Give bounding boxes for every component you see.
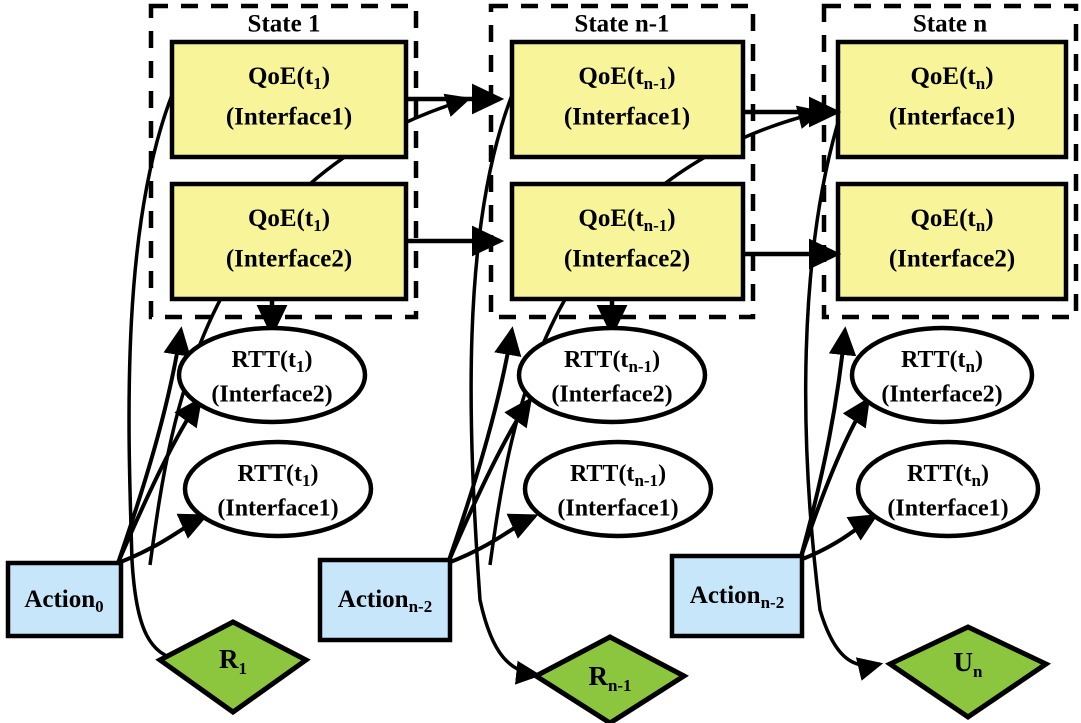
rtt-node-4-line1: RTT(tn-1) <box>570 461 666 490</box>
edge-action-n2-to-state-n1 <box>446 326 522 564</box>
reward-node-1-diamond <box>155 619 311 716</box>
edge-state-n1-to-reward-rn1 <box>469 94 542 685</box>
qoe-node-1-box <box>169 39 409 160</box>
rtt-node-6-line1: RTT(tn) <box>907 461 989 490</box>
action-node-3-label: Actionn-2 <box>690 582 784 612</box>
reward-node-3: Un <box>884 624 1052 721</box>
rtt-node-1: RTT(t1) (Interface2) <box>176 325 368 425</box>
edge-group-action-n2-a <box>446 326 539 565</box>
reward-node-2: Rn-1 <box>531 634 689 723</box>
rtt-node-5: RTT(tn) (Interface2) <box>849 325 1035 425</box>
qoe-node-4-line2: (Interface2) <box>564 246 690 273</box>
state-group-3: State n <box>821 3 1079 320</box>
edge-action0-to-rtt1-if2 <box>116 396 203 564</box>
qoe-node-2-line1: QoE(t1) <box>248 205 330 235</box>
qoe-node-4-line1: QoE(tn-1) <box>578 205 675 235</box>
rtt-node-3-line1: RTT(tn-1) <box>564 347 660 376</box>
qoe-node-3-line2: (Interface1) <box>564 104 690 131</box>
rtt-node-6: RTT(tn) (Interface1) <box>855 439 1041 539</box>
edge-action-n2-to-rtt-n1-if2 <box>446 396 533 564</box>
qoe-node-5-line2: (Interface1) <box>889 104 1015 131</box>
rtt-node-4: RTT(tn-1) (Interface1) <box>522 439 714 539</box>
rtt-node-4-ellipse <box>522 439 714 539</box>
rtt-node-5-line1: RTT(tn) <box>901 347 983 376</box>
qoe-node-1-line1: QoE(t1) <box>248 63 330 93</box>
rtt-node-5-line2: (Interface2) <box>881 382 1002 408</box>
qoe-node-3-line1: QoE(tn-1) <box>578 63 675 93</box>
qoe-node-3: QoE(tn-1) (Interface1) <box>509 39 746 160</box>
edge-state-n-to-reward-un <box>803 99 884 681</box>
reward-node-2-diamond <box>531 634 689 723</box>
qoe-node-5-line1: QoE(tn) <box>910 63 993 93</box>
qoe-node-2-box <box>169 181 409 302</box>
state-group-2-label: State n-1 <box>574 11 669 38</box>
edge-action-n2b-to-rtt-n-if2 <box>798 396 871 561</box>
qoe-node-3-box <box>509 39 746 160</box>
edge-action-n2-to-rtt-n1-if1 <box>447 513 539 565</box>
reward-node-1: R1 <box>155 619 311 716</box>
edge-group-action-n2-b <box>798 326 879 562</box>
rtt-node-5-ellipse <box>849 325 1035 425</box>
action-node-1-label: Action0 <box>24 586 103 616</box>
qoe-node-1: QoE(t1) (Interface1) <box>169 39 409 160</box>
qoe-node-6-line1: QoE(tn) <box>910 205 993 235</box>
reward-node-1-label: R1 <box>219 644 247 678</box>
action-node-2[interactable]: Actionn-2 <box>317 557 453 643</box>
rtt-node-1-ellipse <box>176 325 368 425</box>
rtt-node-2-line1: RTT(t1) <box>238 461 319 490</box>
qoe-node-4: QoE(tn-1) (Interface2) <box>509 181 746 302</box>
state-group-3-border <box>821 3 1079 320</box>
state-group-3-label: State n <box>913 11 987 38</box>
qoe-node-2-line2: (Interface2) <box>226 246 352 273</box>
edge-state1-to-reward-r1 <box>127 94 181 662</box>
rtt-node-4-line2: (Interface1) <box>557 496 678 522</box>
qoe-node-1-line2: (Interface1) <box>226 104 352 131</box>
rtt-node-2: RTT(t1) (Interface1) <box>182 439 374 539</box>
reward-node-3-label: Un <box>954 647 984 681</box>
qoe-node-5-box <box>835 39 1069 160</box>
rtt-node-1-line1: RTT(t1) <box>232 347 313 376</box>
rtt-node-6-line2: (Interface1) <box>887 496 1008 522</box>
qoe-node-6-line2: (Interface2) <box>889 246 1015 273</box>
action-node-1[interactable]: Action0 <box>5 560 124 639</box>
rtt-node-2-line2: (Interface1) <box>217 496 338 522</box>
action-node-3-box[interactable] <box>669 553 805 639</box>
edge-action-n2b-to-rtt-n-if1 <box>799 514 879 562</box>
action-node-1-box[interactable] <box>5 560 124 639</box>
qoe-node-2: QoE(t1) (Interface2) <box>169 181 409 302</box>
action-node-2-box[interactable] <box>317 557 453 643</box>
rtt-node-3-line2: (Interface2) <box>551 382 672 408</box>
reward-node-3-diamond <box>884 624 1052 721</box>
qoe-node-6-box <box>835 181 1069 302</box>
qoe-node-5: QoE(tn) (Interface1) <box>835 39 1069 160</box>
reward-node-2-label: Rn-1 <box>588 661 631 695</box>
state-group-1-label: State 1 <box>248 11 321 38</box>
rtt-node-3: RTT(tn-1) (Interface2) <box>516 325 708 425</box>
rtt-node-3-ellipse <box>516 325 708 425</box>
rtt-node-2-ellipse <box>182 439 374 539</box>
rtt-node-6-ellipse <box>855 439 1041 539</box>
edge-group-state-transitions <box>406 83 842 270</box>
qoe-node-6: QoE(tn) (Interface2) <box>835 181 1069 302</box>
rtt-node-1-line2: (Interface2) <box>211 382 332 408</box>
edge-action-n2b-to-state-n <box>798 326 857 561</box>
action-node-3[interactable]: Actionn-2 <box>669 553 805 639</box>
action-node-2-label: Actionn-2 <box>338 586 432 616</box>
qoe-node-4-box <box>509 181 746 302</box>
